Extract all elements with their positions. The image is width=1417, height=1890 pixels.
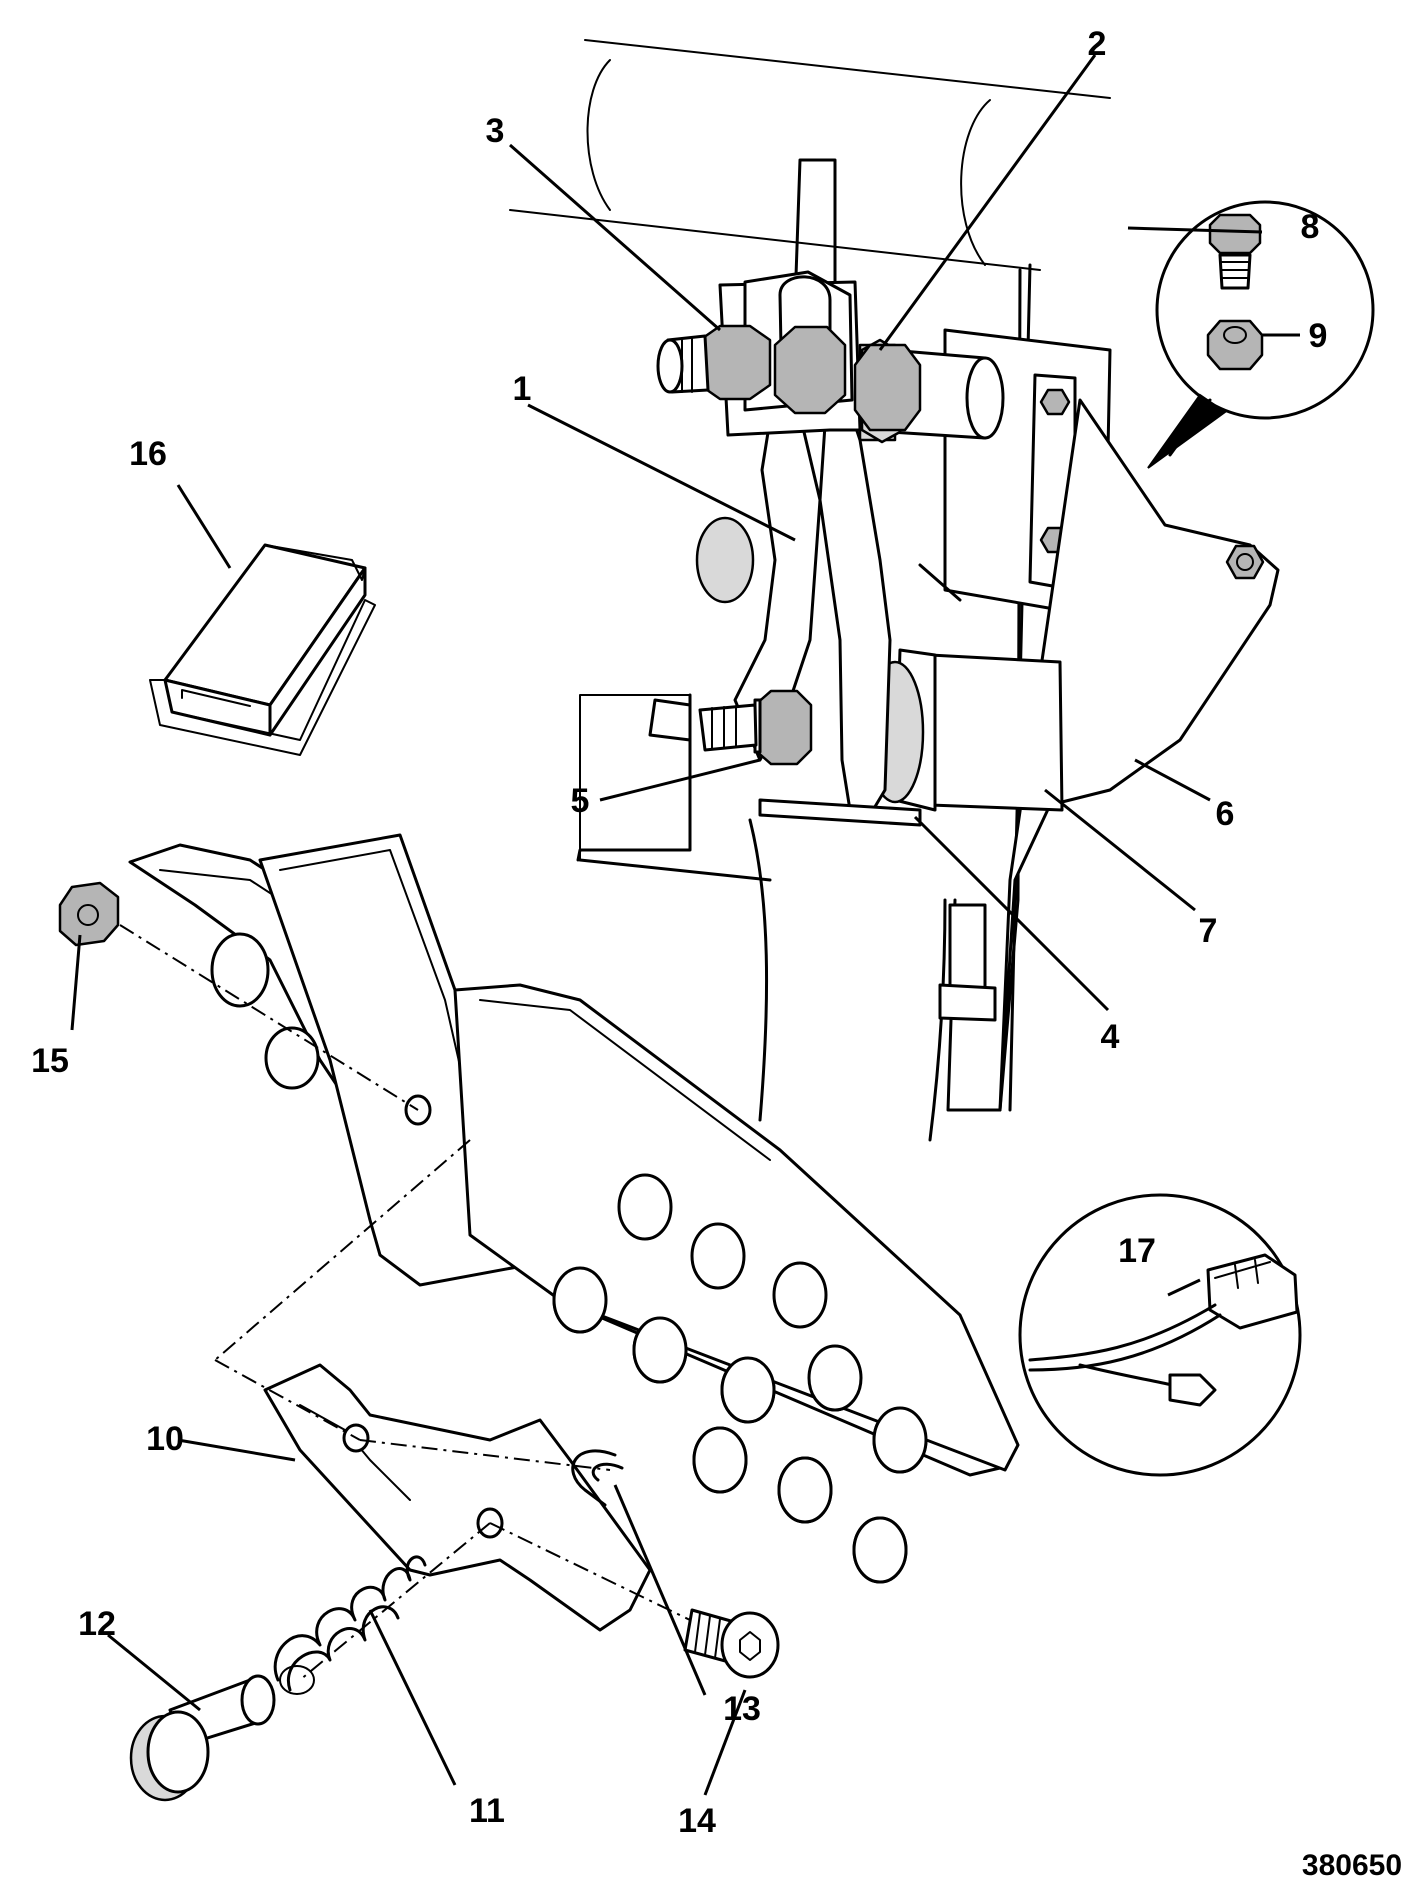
- nut-15: [58, 881, 120, 947]
- pivot-pin: [129, 1674, 276, 1802]
- return-spring-blade: [758, 798, 922, 827]
- figure-number: 380650: [1302, 1849, 1402, 1882]
- catch-plate: [263, 1363, 652, 1632]
- callout-2: 2: [1088, 25, 1107, 63]
- callout-10: 10: [146, 1420, 184, 1458]
- pivot-nut: [853, 343, 922, 432]
- socket-screw: [683, 1608, 780, 1679]
- callout-1: 1: [513, 370, 532, 408]
- harness-detail-circle: [1018, 1193, 1302, 1477]
- cross-tube: [509, 39, 1111, 271]
- callout-4: 4: [1101, 1018, 1120, 1056]
- callout-16: 16: [129, 435, 167, 473]
- callout-9: 9: [1309, 317, 1328, 355]
- pedal-pad: [149, 543, 376, 756]
- clevis-bolt-assembly: [656, 270, 854, 415]
- callout-8: 8: [1301, 208, 1320, 246]
- callout-labels: 1 2 3 4 5 6 7 8 9 10 11 12 13 14 15 16 1…: [31, 25, 1402, 1882]
- callout-leaders: [70, 54, 1300, 1796]
- lower-stud-nut: [576, 689, 813, 882]
- circlip: [571, 1449, 624, 1507]
- callout-6: 6: [1216, 795, 1235, 833]
- callout-12: 12: [78, 1605, 116, 1643]
- pedal-plate-edge: [453, 983, 1020, 1584]
- callout-13: 13: [723, 1690, 761, 1728]
- coil-spring: [273, 1555, 427, 1695]
- frame-connector: [938, 903, 997, 1022]
- callout-5: 5: [571, 782, 590, 820]
- fastener-detail-circle: [1147, 200, 1375, 469]
- callout-7: 7: [1199, 912, 1218, 950]
- callout-14: 14: [678, 1802, 716, 1840]
- assembly-centerlines: [119, 924, 691, 1681]
- callout-3: 3: [486, 112, 505, 150]
- pedal-switch: [865, 648, 1064, 812]
- callout-17: 17: [1118, 1232, 1156, 1270]
- callout-11: 11: [469, 1792, 505, 1830]
- callout-15: 15: [31, 1042, 69, 1080]
